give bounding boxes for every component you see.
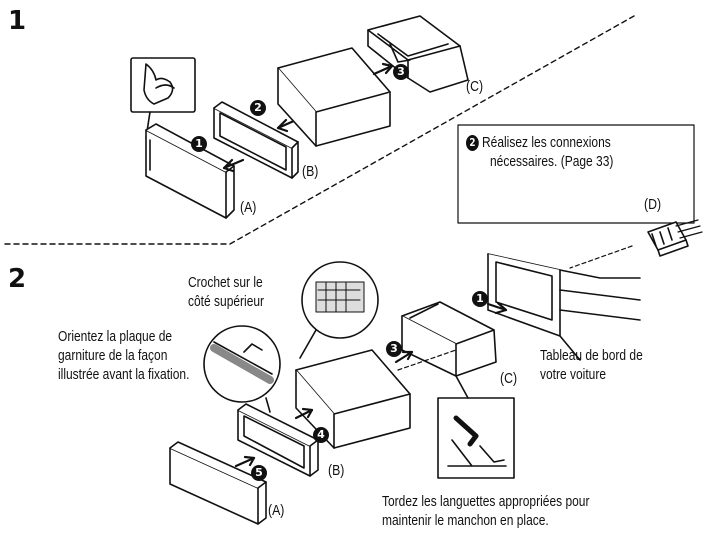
mounting-sleeve-c2-drawing — [401, 301, 497, 377]
marker-step2-5: 5 — [251, 465, 267, 481]
tab-bending-inset — [437, 397, 515, 479]
step-2-number: 2 — [8, 264, 27, 294]
trim-orientation-zoom-circle — [203, 325, 281, 403]
trim-plate-b-drawing — [213, 101, 299, 179]
label-sleeve-c: (C) — [466, 78, 484, 95]
hook-label-line-1: Crochet sur le — [188, 274, 263, 291]
connector-d-drawing — [647, 219, 703, 257]
tabs-note-line-1: Tordez les languettes appropriées pour — [382, 493, 590, 510]
label-trim-plate-b2: (B) — [328, 462, 345, 479]
callout-marker-2: 2 — [466, 135, 479, 152]
marker-1: 1 — [191, 136, 207, 152]
marker-2: 2 — [250, 100, 266, 116]
callout-line-1: Réalisez les connexions — [482, 134, 611, 151]
step-1-number: 1 — [8, 6, 27, 36]
orientation-note: Orientez la plaque de garniture de la fa… — [58, 327, 222, 384]
mounting-sleeve-c-drawing — [367, 15, 469, 93]
marker-step2-3: 3 — [386, 341, 402, 357]
connections-callout-box — [457, 124, 695, 224]
label-trim-plate-b: (B) — [302, 163, 319, 180]
tabs-note-line-2: maintenir le manchon en place. — [382, 512, 549, 529]
dashboard-label-line-2: votre voiture — [540, 366, 607, 383]
orientation-line-3: illustrée avant la fixation. — [58, 366, 190, 383]
orientation-line-1: Orientez la plaque de — [58, 328, 173, 345]
hook-label: Crochet sur le côté supérieur — [188, 273, 283, 311]
trim-plate-b2-drawing — [237, 403, 319, 477]
marker-3: 3 — [393, 64, 409, 80]
tabs-note: Tordez les languettes appropriées pour m… — [382, 492, 641, 530]
dashboard-label-line-1: Tableau de bord de — [540, 347, 643, 364]
marker-step2-4: 4 — [313, 427, 329, 443]
faceplate-a-drawing — [145, 123, 235, 219]
car-dashboard-drawing — [487, 253, 641, 361]
radio-chassis-drawing — [277, 47, 391, 147]
hook-label-line-2: côté supérieur — [188, 293, 265, 310]
marker-step2-1: 1 — [472, 291, 488, 307]
hand-release-icon — [130, 57, 196, 113]
step-divider-diagonal — [229, 15, 635, 245]
callout-line-2: nécessaires. (Page 33) — [490, 153, 614, 170]
hook-zoom-circle — [301, 261, 379, 339]
faceplate-a2-drawing — [169, 441, 267, 525]
dashboard-label: Tableau de bord de votre voiture — [540, 346, 668, 384]
orientation-line-2: garniture de la façon — [58, 347, 168, 364]
label-connector-d: (D) — [644, 196, 662, 213]
label-sleeve-c2: (C) — [500, 370, 518, 387]
label-faceplate-a: (A) — [240, 199, 257, 216]
label-faceplate-a2: (A) — [268, 502, 285, 519]
